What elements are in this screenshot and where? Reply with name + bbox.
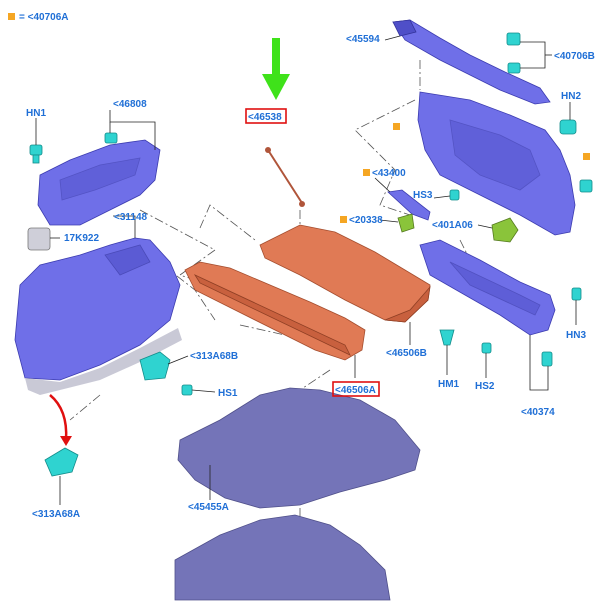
label-46538[interactable]: <46538 xyxy=(248,112,282,123)
legend-marker xyxy=(8,13,15,20)
clip-HN2[interactable] xyxy=(559,119,577,135)
label-46506B[interactable]: <46506B xyxy=(386,348,427,359)
access-cover-17K922[interactable] xyxy=(27,227,51,251)
cargo-floor-mat-45455A[interactable] xyxy=(177,387,421,509)
left-quarter-trim-base-shadow xyxy=(25,328,182,395)
clip-right-side[interactable] xyxy=(579,179,593,193)
liftgate-trim-panel[interactable] xyxy=(417,91,576,236)
cargo-floor-mat-secondary[interactable] xyxy=(174,514,391,601)
leader-lines xyxy=(35,35,577,505)
strut-bottom-mount xyxy=(299,201,305,207)
clip-HN3[interactable] xyxy=(571,287,582,301)
marker-right-clip xyxy=(583,153,590,160)
rear-scuff-plate-ribs xyxy=(449,261,541,316)
label-45594[interactable]: <45594 xyxy=(346,34,380,45)
label-40706B[interactable]: <40706B xyxy=(554,51,595,62)
clip-HS1[interactable] xyxy=(181,384,193,396)
left-upper-quarter-trim[interactable] xyxy=(37,139,161,226)
label-HS1[interactable]: HS1 xyxy=(218,388,238,399)
label-HN1[interactable]: HN1 xyxy=(26,108,46,119)
clip-HM1[interactable] xyxy=(439,329,455,346)
clip-HS2[interactable] xyxy=(481,342,492,354)
upper-rear-trim-panel[interactable] xyxy=(392,19,551,105)
left-lower-quarter-trim-pocket xyxy=(104,244,151,276)
label-43400[interactable]: <43400 xyxy=(372,168,406,179)
label-HM1[interactable]: HM1 xyxy=(438,379,460,390)
strut-top-mount xyxy=(265,147,271,153)
label-313A68A[interactable]: <313A68A xyxy=(32,509,80,520)
green-pointer-arrow xyxy=(262,38,290,100)
label-45455A[interactable]: <45455A xyxy=(188,502,229,513)
legend-text: = <40706A xyxy=(19,12,69,23)
clip-46808[interactable] xyxy=(104,132,118,144)
load-floor-board-lower-rail xyxy=(193,274,351,356)
left-upper-quarter-trim-shade xyxy=(59,157,141,201)
bracket-313A68B[interactable] xyxy=(139,351,171,381)
label-401A06[interactable]: <401A06 xyxy=(432,220,473,231)
label-HS3[interactable]: HS3 xyxy=(413,190,433,201)
bracket-313A68A[interactable] xyxy=(44,447,79,477)
label-HN3[interactable]: HN3 xyxy=(566,330,586,341)
label-46506A[interactable]: <46506A xyxy=(335,385,376,396)
cover-401A06[interactable] xyxy=(491,217,519,243)
highlight-box-46506A xyxy=(332,381,380,397)
clip-40374[interactable] xyxy=(541,351,553,367)
clip-40706B[interactable] xyxy=(506,32,521,74)
label-313A68B[interactable]: <313A68B xyxy=(190,351,238,362)
liftgate-trim-panel-recess xyxy=(449,119,541,191)
label-31148[interactable]: <31148 xyxy=(114,212,148,223)
label-20338[interactable]: <20338 xyxy=(349,215,383,226)
marker-liftgate xyxy=(393,123,400,130)
load-floor-support-strut[interactable] xyxy=(267,149,303,204)
label-HN2[interactable]: HN2 xyxy=(561,91,581,102)
label-46808[interactable]: <46808 xyxy=(113,99,147,110)
label-HS2[interactable]: HS2 xyxy=(475,381,495,392)
clip-HN1[interactable] xyxy=(29,144,43,164)
marker-20338 xyxy=(340,216,347,223)
marker-43400 xyxy=(363,169,370,176)
label-17K922[interactable]: 17K922 xyxy=(64,233,99,244)
grommet-20338[interactable] xyxy=(397,213,415,233)
left-lower-quarter-trim[interactable] xyxy=(14,237,181,381)
load-floor-panel-upper-lip xyxy=(384,285,431,323)
label-40374[interactable]: <40374 xyxy=(521,407,555,418)
highlight-box-46538 xyxy=(245,108,287,124)
clip-HS3[interactable] xyxy=(449,189,460,201)
red-curved-arrow xyxy=(49,394,72,446)
upper-rear-trim-panel-edge xyxy=(392,19,417,37)
trim-strip-43400[interactable] xyxy=(387,189,431,221)
